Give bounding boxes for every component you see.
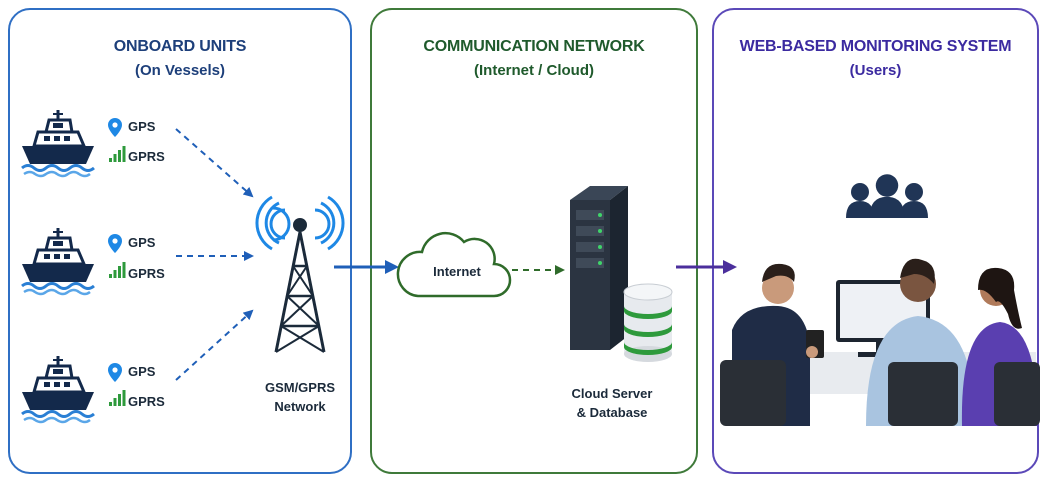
vessel-2-gps-label: GPS [128,235,156,250]
vessel-1-gprs-label: GPRS [128,149,165,164]
signal-bars-icon [109,262,126,278]
vessel-2-gprs-label: GPRS [128,266,165,281]
onboard-panel-title: ONBOARD UNITS [113,38,247,55]
network-panel-subtitle: (Internet / Cloud) [474,62,594,79]
database-icon [623,283,673,362]
cloud-label: Internet [433,264,481,279]
ship-icon [20,226,96,296]
location-pin-icon [108,234,122,253]
onboard-panel-subtitle: (On Vessels) [134,62,226,79]
vessel-3 [20,354,126,424]
tower-caption: GSM/GPRS Network [250,378,350,416]
tower-caption-line1: GSM/GPRS [264,380,336,395]
monitoring-panel-subtitle: (Users) [849,62,902,79]
server-caption-line1: Cloud Server [571,386,653,401]
vessel-3-arrow [175,309,254,381]
users-group-icon [846,174,928,218]
ship-icon [20,354,96,424]
signal-bars-icon [109,146,126,162]
users-at-desk-illustration [720,258,1040,426]
vessel-3-gps-label: GPS [128,364,156,379]
server-rack-icon [570,186,628,350]
vessel-1-gps-label: GPS [128,119,156,134]
monitoring-panel-title: WEB-BASED MONITORING SYSTEM [739,38,1012,55]
communication-network-panel: COMMUNICATION NETWORK (Internet / Cloud) [370,8,698,474]
cell-tower-icon [255,195,345,353]
cloud-icon [396,232,512,298]
vessel-1 [20,108,126,178]
ship-icon [20,108,96,178]
location-pin-icon [108,118,122,137]
server-caption: Cloud Server & Database [552,384,672,422]
tower-caption-line2: Network [274,399,326,414]
signal-bars-icon [109,390,126,406]
location-pin-icon [108,363,122,382]
vessel-1-arrow [175,128,254,198]
server-caption-line2: & Database [576,405,648,420]
vessel-2 [20,226,126,296]
vessel-3-gprs-label: GPRS [128,394,165,409]
network-panel-title: COMMUNICATION NETWORK [423,38,645,55]
